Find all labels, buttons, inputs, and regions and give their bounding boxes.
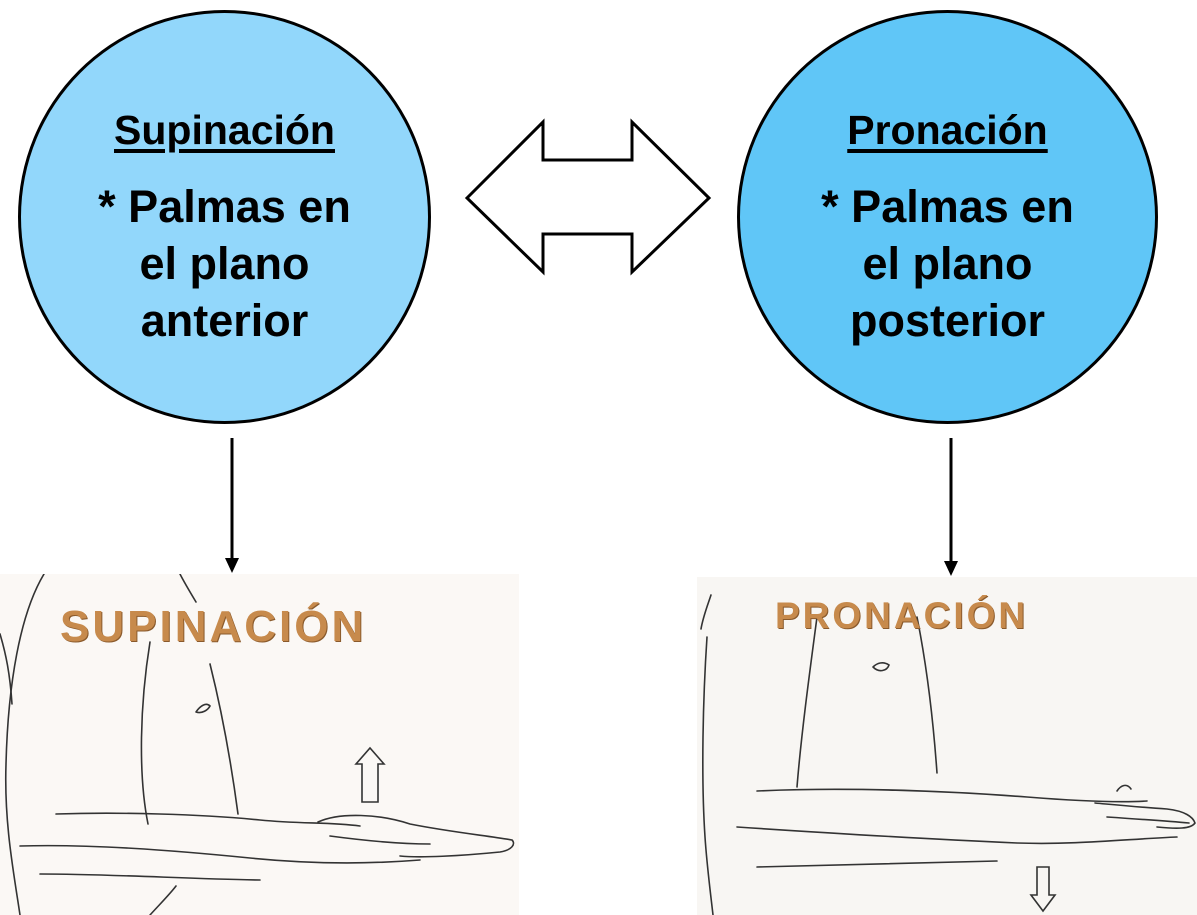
supinacion-circle: Supinación * Palmas en el plano anterior: [18, 10, 431, 424]
pronacion-arm-drawing: [700, 594, 1196, 915]
down-arrow-left-icon: [225, 438, 239, 573]
pronacion-illustration: PRONACIÓN: [697, 577, 1197, 915]
supinacion-illustration: SUPINACIÓN: [0, 574, 519, 915]
supinacion-description: * Palmas en el plano anterior: [76, 178, 373, 349]
pronacion-line-3: posterior: [849, 295, 1046, 346]
down-arrow-right-icon: [944, 438, 958, 576]
pronacion-circle: Pronación * Palmas en el plano posterior: [737, 10, 1158, 424]
supinacion-line-1: * Palmas en: [98, 181, 351, 232]
supinacion-line-3: anterior: [140, 295, 309, 346]
pronacion-description: * Palmas en el plano posterior: [795, 178, 1100, 349]
double-arrow-icon: [464, 118, 712, 276]
supinacion-arm-drawing: [0, 574, 515, 915]
supinacion-illustration-title: SUPINACIÓN: [60, 602, 367, 651]
supinacion-line-2: el plano: [139, 238, 310, 289]
pronacion-line-2: el plano: [862, 238, 1033, 289]
pronacion-line-1: * Palmas en: [821, 181, 1074, 232]
pronacion-illustration-title: PRONACIÓN: [775, 595, 1029, 636]
supinacion-title: Supinación: [114, 107, 335, 153]
pronacion-title: Pronación: [847, 107, 1048, 153]
